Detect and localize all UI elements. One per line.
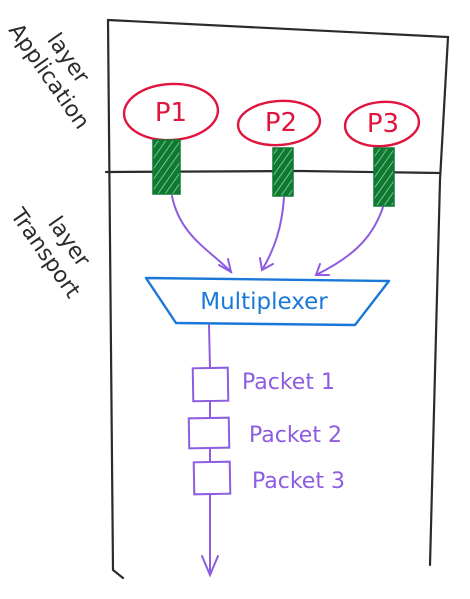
flow-arrow-p3 [314, 206, 384, 276]
packet-2-box [187, 416, 231, 450]
process-p3-label: P3 [367, 109, 399, 139]
process-p1-label: P1 [155, 98, 187, 128]
socket-p3 [373, 147, 395, 207]
multiplexer: Multiplexer [144, 276, 391, 327]
socket-p2 [272, 147, 294, 197]
multiplexer-label: Multiplexer [200, 289, 328, 315]
socket-p1 [152, 139, 181, 195]
process-p3: P3 [343, 100, 421, 148]
output-stream [201, 324, 219, 578]
packet-1-label: Packet 1 [242, 370, 335, 395]
packet-3: Packet 3 [192, 460, 345, 496]
process-p2-label: P2 [265, 108, 297, 138]
transport-layer-label: Transport layer [5, 203, 96, 303]
application-layer-label: Application layer [3, 19, 94, 134]
host-box [106, 18, 450, 580]
flow-arrow-p1 [171, 195, 233, 275]
packet-2-label: Packet 2 [249, 423, 342, 448]
packet-3-box [192, 460, 232, 496]
process-p1: P1 [122, 82, 220, 142]
packet-2: Packet 2 [187, 416, 342, 450]
flow-arrow-p2 [259, 196, 285, 272]
packet-1-box [191, 366, 230, 403]
packet-1: Packet 1 [191, 366, 335, 403]
process-p2: P2 [236, 99, 322, 147]
packet-3-label: Packet 3 [252, 469, 345, 494]
